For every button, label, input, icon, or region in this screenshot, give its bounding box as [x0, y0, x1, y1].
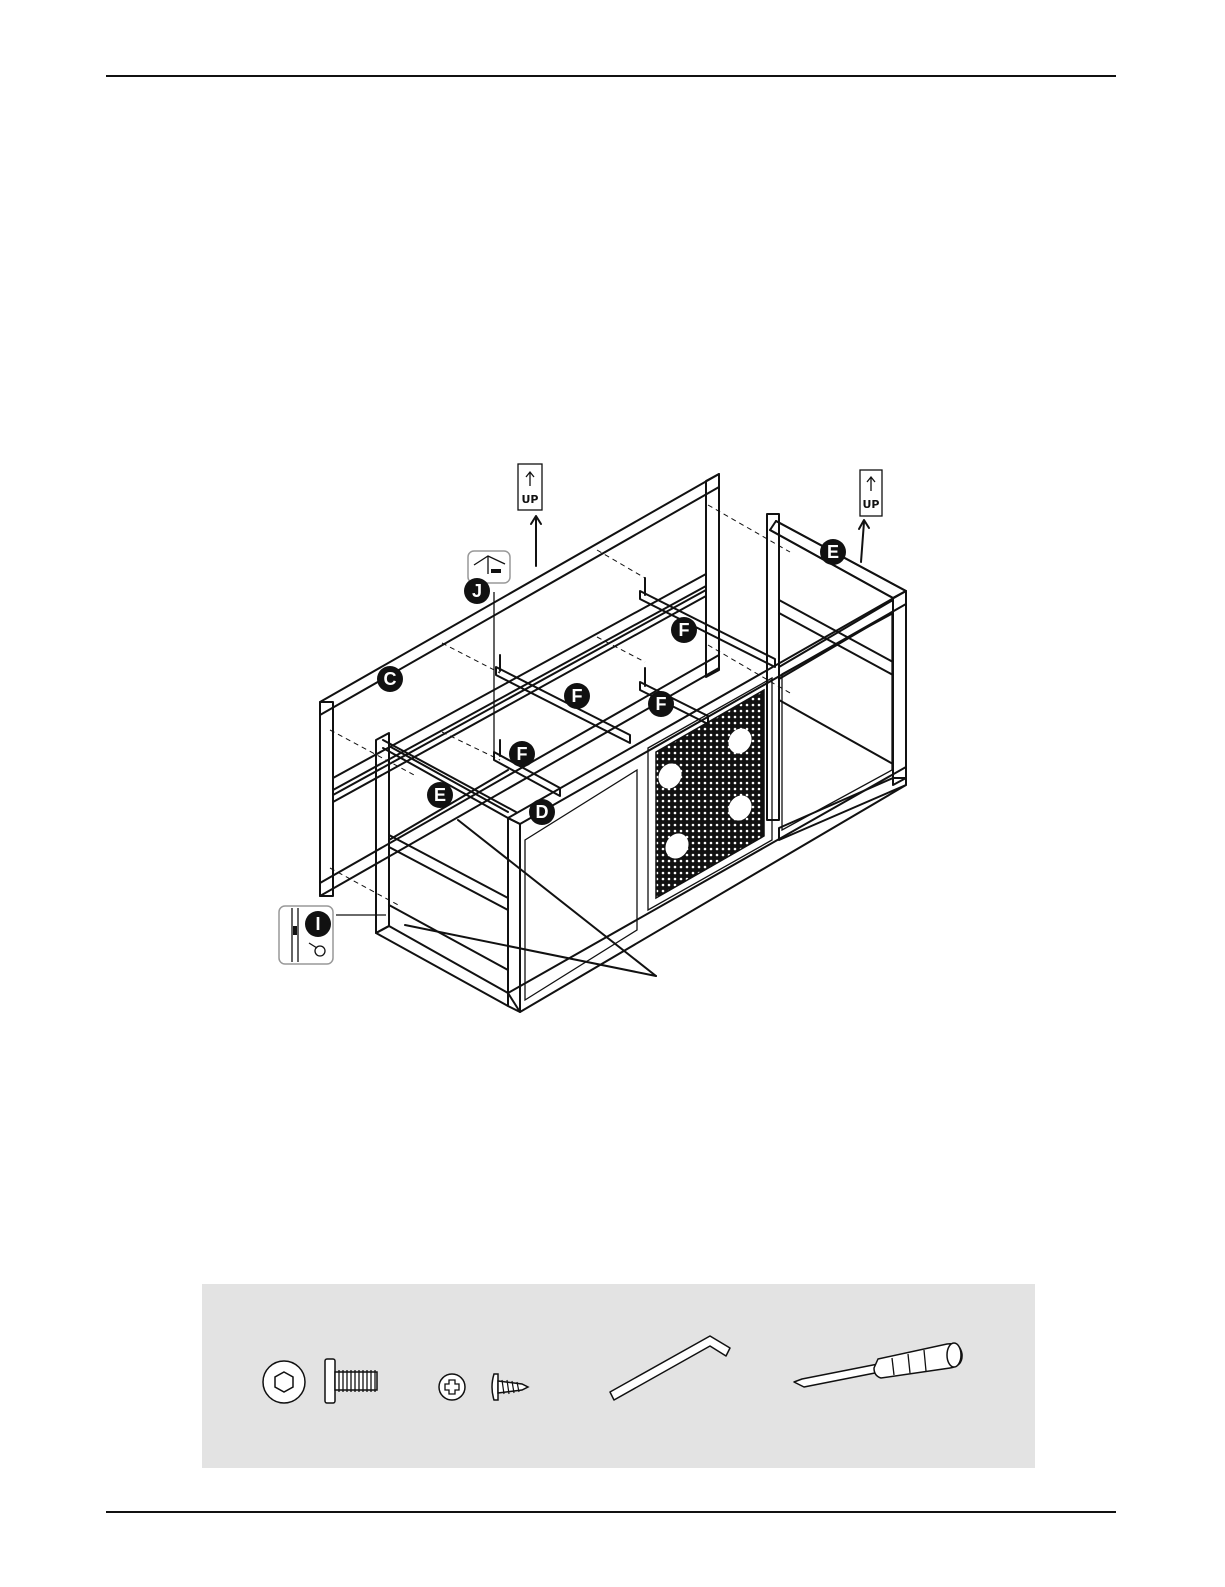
detail-callout-j	[468, 551, 510, 583]
allen-key-icon	[610, 1336, 730, 1400]
up-tag-right: UP	[859, 470, 882, 562]
svg-text:E: E	[434, 785, 446, 805]
badge-e-right: E	[820, 539, 846, 565]
footer-rule	[106, 1511, 1116, 1513]
svg-text:F: F	[679, 620, 690, 640]
phillips-screw-icon	[439, 1374, 528, 1400]
badge-f-front: F	[509, 741, 535, 767]
hardware-panel	[202, 1284, 1035, 1468]
badge-e-left: E	[427, 782, 453, 808]
up-tag-left-label: UP	[522, 493, 539, 506]
badge-j: J	[464, 578, 490, 604]
badge-d: D	[529, 799, 555, 825]
badge-f-mid: F	[564, 683, 590, 709]
up-tag-right-label: UP	[863, 498, 880, 511]
screwdriver-icon	[794, 1343, 962, 1387]
svg-text:C: C	[384, 669, 397, 689]
svg-text:E: E	[827, 542, 839, 562]
svg-text:F: F	[517, 744, 528, 764]
svg-text:I: I	[315, 914, 320, 934]
badge-c: C	[377, 666, 403, 692]
svg-text:D: D	[536, 802, 549, 822]
svg-text:F: F	[572, 686, 583, 706]
svg-text:F: F	[656, 694, 667, 714]
badge-f-back: F	[671, 617, 697, 643]
badge-f-right: F	[648, 691, 674, 717]
side-panel-e-left	[376, 733, 508, 1006]
svg-text:J: J	[472, 581, 482, 601]
badge-i: I	[305, 911, 331, 937]
up-tag-left: UP	[518, 464, 542, 566]
hex-bolt-icon	[263, 1359, 377, 1403]
